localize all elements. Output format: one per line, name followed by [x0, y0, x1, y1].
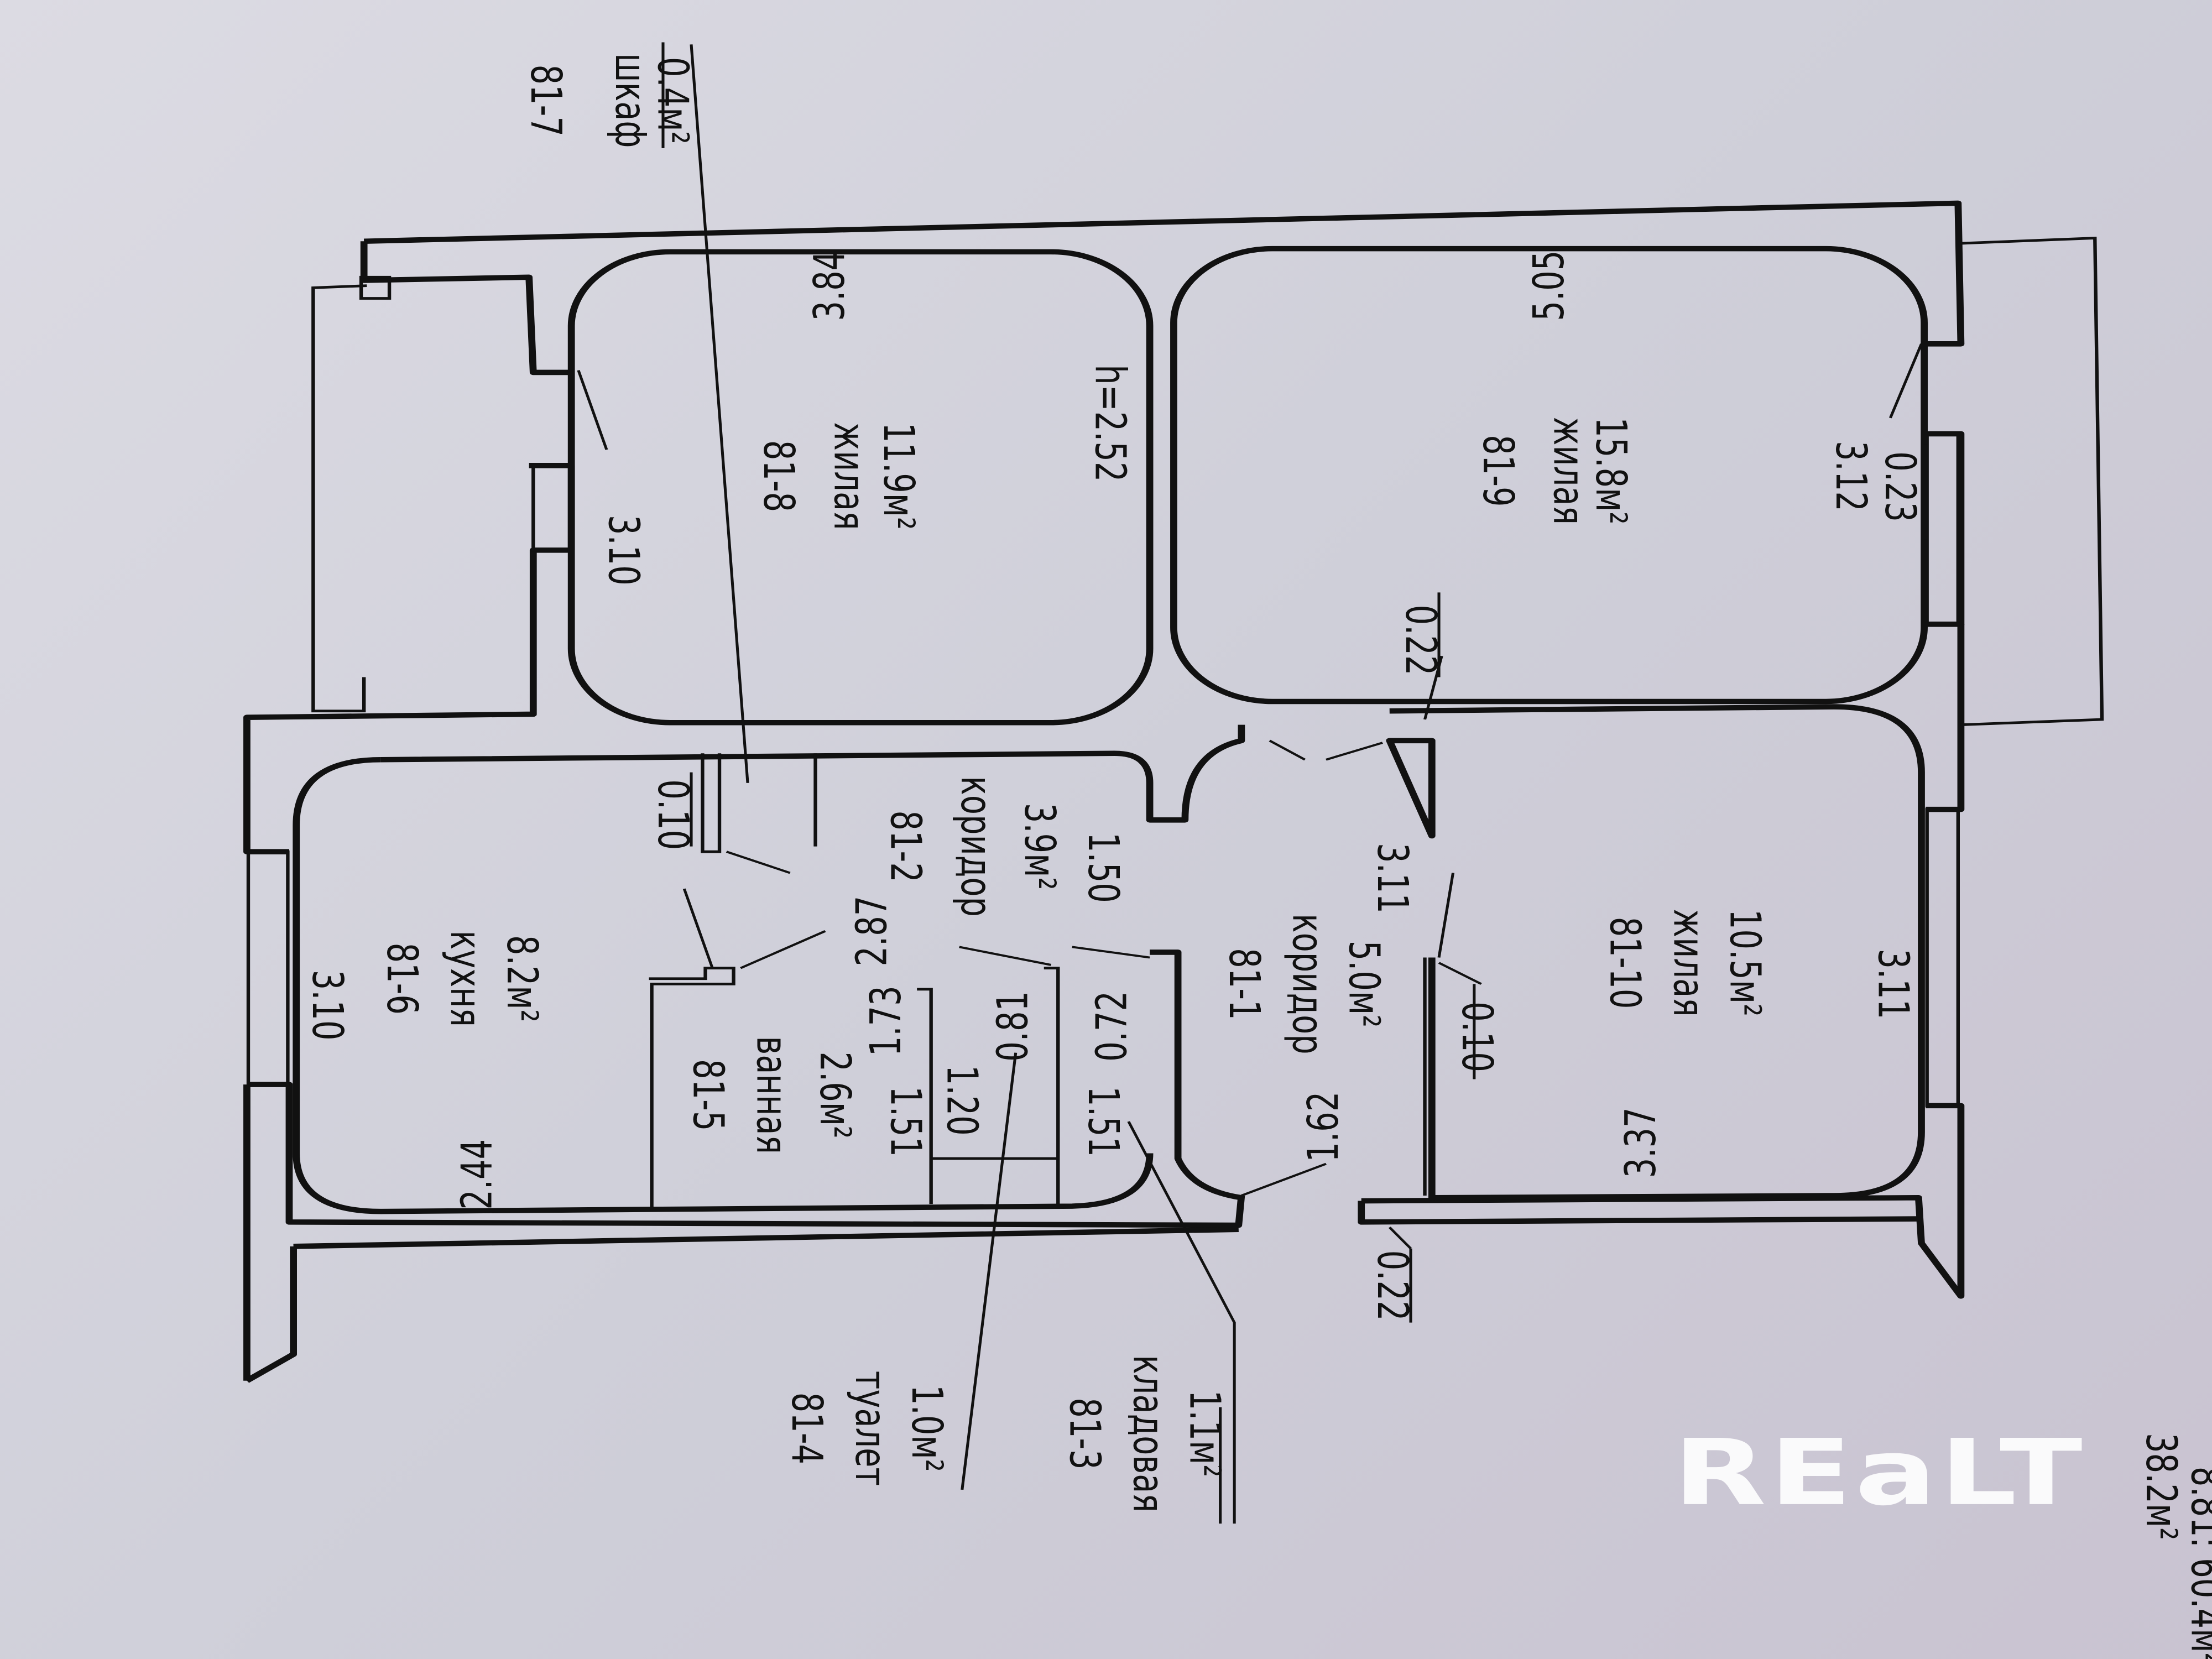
- dim-0-72: 0.72: [1087, 991, 1136, 1062]
- dim-3-11: 3.11: [1869, 948, 1918, 1019]
- room-area: 3.9м²: [1015, 803, 1065, 890]
- room-area: 1.1м²: [1180, 1390, 1229, 1478]
- dimensions: 3.84 3.10 h=2.52 5.05 3.12 0.23 0.22 0.1…: [303, 251, 1926, 1321]
- dim-0-22: 0.22: [1396, 605, 1446, 676]
- dim-0-10: 0.10: [1453, 1001, 1502, 1072]
- dim-2-44: 2.44: [452, 1139, 501, 1210]
- room-id: 81-8: [754, 440, 804, 512]
- dim-1-62: 1.62: [1298, 1092, 1348, 1162]
- dim-1-51: 1.51: [1079, 1086, 1128, 1157]
- room-label-81-2: 81-2 коридор 3.9м²: [881, 776, 1065, 917]
- room-id: 81-1: [1220, 948, 1269, 1020]
- room-label-81-4: 81-4 туалет 1.0м²: [782, 1371, 952, 1486]
- room-label-81-5: 81-5 ванная 2.6м²: [684, 1036, 860, 1154]
- room-label-81-9: 81-9 жилая 15.8м²: [1474, 417, 1636, 525]
- dim-3-84: 3.84: [805, 251, 854, 321]
- room-area: 10.5м²: [1720, 909, 1770, 1016]
- room-type: коридор: [952, 776, 1001, 917]
- room-type: ванная: [747, 1036, 796, 1154]
- room-area: 0.4м²: [649, 57, 698, 144]
- room-type: шкаф: [606, 53, 655, 148]
- room-label-81-8: 81-8 жилая 11.9м²: [754, 422, 924, 530]
- room-id: 81-5: [684, 1059, 733, 1131]
- room-area: 11.9м²: [874, 422, 924, 530]
- realt-watermark-logo: REaLT: [1673, 1420, 2085, 1526]
- room-type: коридор: [1284, 914, 1333, 1055]
- ceiling-height: h=2.52: [1086, 364, 1135, 482]
- room-type: кухня: [441, 930, 491, 1027]
- dim-1-73: 1.73: [861, 985, 910, 1056]
- room-type: кладовая: [1124, 1355, 1173, 1512]
- living-area-total: 38.2м²: [2137, 1433, 2186, 1540]
- room-id: 81-3: [1061, 1397, 1110, 1469]
- dim-3-10: 3.10: [599, 515, 648, 586]
- room-area: 5.0м²: [1340, 941, 1389, 1028]
- dim-3-10: 3.10: [303, 970, 352, 1041]
- room-label-81-7: 81-7 шкаф 0.4м²: [521, 53, 698, 148]
- dim-1-20: 1.20: [938, 1065, 987, 1136]
- dim-3-11: 3.11: [1368, 843, 1417, 914]
- room-type: жилая: [825, 422, 874, 530]
- room-type: жилая: [1545, 417, 1594, 525]
- room-label-81-6: 81-6 кухня 8.2м²: [378, 930, 547, 1027]
- room-label-81-3: 81-3 кладовая 1.1м²: [1061, 1355, 1230, 1512]
- room-area: 2.6м²: [811, 1051, 860, 1139]
- room-id: 81-10: [1601, 917, 1650, 1009]
- room-type: жилая: [1664, 909, 1713, 1016]
- room-id: 81-2: [881, 810, 931, 882]
- room-type: туалет: [846, 1371, 895, 1486]
- dim-0-22: 0.22: [1368, 1250, 1417, 1321]
- room-id: 81-4: [782, 1392, 832, 1464]
- dim-5-05: 5.05: [1524, 251, 1573, 321]
- room-area: 15.8м²: [1587, 417, 1636, 524]
- dim-2-87: 2.87: [847, 896, 896, 967]
- total-area: 8.81: 60.4м²: [2182, 1467, 2212, 1659]
- room-label-81-10: 81-10 жилая 10.5м²: [1601, 909, 1770, 1016]
- room-label-81-1: 81-1 коридор 5.0м²: [1220, 914, 1389, 1055]
- dim-1-50: 1.50: [1079, 832, 1128, 903]
- room-area: 8.2м²: [498, 935, 547, 1022]
- dim-3-37: 3.37: [1616, 1107, 1665, 1178]
- leader-lines: [577, 42, 1927, 1524]
- dim-0-81: 0.81: [988, 991, 1037, 1062]
- dim-0-23: 0.23: [1876, 451, 1925, 522]
- dim-1-51: 1.51: [881, 1086, 931, 1157]
- room-id: 81-7: [521, 65, 571, 137]
- room-id: 81-9: [1474, 435, 1523, 507]
- dim-0-10: 0.10: [649, 779, 698, 850]
- room-id: 81-6: [378, 943, 427, 1015]
- room-area: 1.0м²: [902, 1385, 952, 1472]
- dim-3-12: 3.12: [1827, 441, 1876, 512]
